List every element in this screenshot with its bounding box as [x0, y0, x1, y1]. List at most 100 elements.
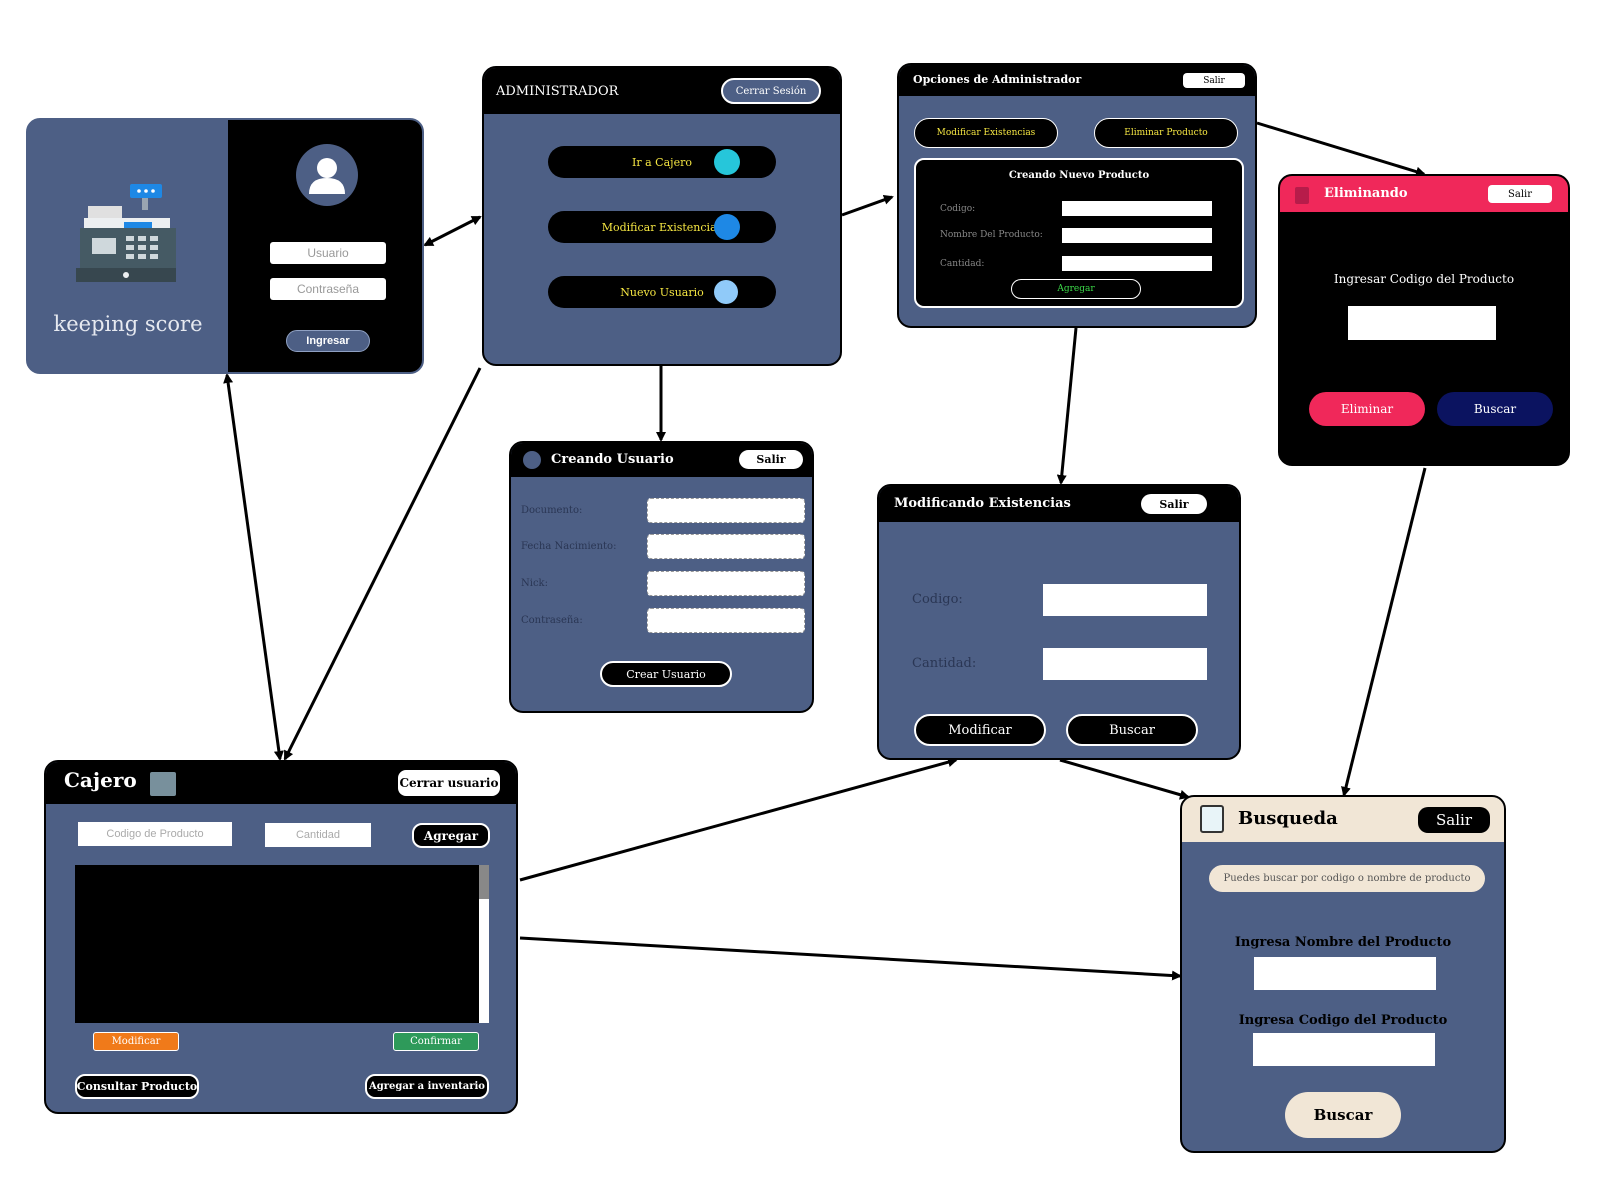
nick-input[interactable]	[647, 571, 805, 596]
database-icon	[714, 214, 740, 240]
stock-qty-input[interactable]	[1043, 648, 1207, 680]
cashier-confirm-button[interactable]: Confirmar	[393, 1032, 479, 1051]
go-cashier-button[interactable]: Ir a Cajero	[548, 146, 776, 178]
cashier-code-input[interactable]: Codigo de Producto	[78, 822, 232, 846]
birthdate-label: Fecha Nacimiento:	[521, 541, 617, 552]
modify-button[interactable]: Modificar	[914, 714, 1046, 746]
arrow-cashier-search	[519, 936, 1182, 981]
cash-register-small-icon	[150, 772, 176, 796]
delete-product-button[interactable]: Eliminar Producto	[1094, 118, 1238, 148]
product-name-input[interactable]	[1062, 228, 1212, 243]
birthdate-input[interactable]	[647, 534, 805, 559]
new-product-title: Creando Nuevo Producto	[1008, 170, 1150, 181]
user-badge-icon	[523, 451, 541, 469]
arrow-options-modify	[1056, 327, 1078, 485]
new-user-button[interactable]: Nuevo Usuario	[548, 276, 776, 308]
arrow-options-delete	[1256, 121, 1426, 177]
search-code-input[interactable]	[1253, 1033, 1435, 1066]
search-hint: Puedes buscar por codigo o nombre de pro…	[1209, 865, 1485, 892]
admin-header: ADMINISTRADOR Cerrar Sesión	[484, 68, 840, 114]
create-user-button[interactable]: Crear Usuario	[600, 661, 732, 687]
arrow-admin-cashier	[283, 367, 482, 761]
cashier-modify-button[interactable]: Modificar	[93, 1032, 179, 1051]
delete-search-button[interactable]: Buscar	[1437, 392, 1553, 426]
admin-options-header: Opciones de Administrador Salir	[899, 65, 1255, 96]
cashier-items-list	[75, 865, 489, 1023]
admin-options-title: Opciones de Administrador	[913, 73, 1082, 86]
trash-icon	[1295, 187, 1309, 204]
search-name-input[interactable]	[1254, 957, 1436, 990]
user-circle-icon	[714, 280, 738, 304]
search-panel: Busqueda Salir Puedes buscar por codigo …	[1180, 795, 1506, 1153]
nick-label: Nick:	[521, 578, 548, 589]
modify-stock-title: Modificando Existencias	[894, 496, 1071, 511]
delete-code-input[interactable]	[1348, 306, 1496, 340]
delete-prompt: Ingresar Codigo del Producto	[1333, 272, 1515, 286]
admin-options-exit-button[interactable]: Salir	[1183, 73, 1245, 88]
arrow-login-cashier	[223, 373, 284, 761]
stock-qty-label: Cantidad:	[912, 656, 977, 671]
list-scrollbar[interactable]	[479, 865, 489, 1023]
arrow-cashier-modify	[519, 757, 958, 882]
login-button[interactable]: Ingresar	[286, 330, 370, 352]
user-icon	[309, 158, 345, 194]
search-exit-button[interactable]: Salir	[1418, 807, 1490, 833]
admin-panel: ADMINISTRADOR Cerrar Sesión Ir a Cajero …	[482, 66, 842, 366]
product-code-label: Codigo:	[940, 204, 976, 214]
cashier-add-button[interactable]: Agregar	[412, 823, 490, 848]
stock-code-input[interactable]	[1043, 584, 1207, 616]
create-user-header: Creando Usuario Salir	[511, 443, 812, 477]
modify-stock-button[interactable]: Modificar Existencias	[914, 118, 1058, 148]
search-header: Busqueda Salir	[1182, 797, 1504, 842]
modify-stock-panel: Modificando Existencias Salir Codigo: Ca…	[877, 484, 1241, 760]
delete-header: Eliminando Salir	[1280, 176, 1568, 212]
logout-button[interactable]: Cerrar Sesión	[721, 78, 821, 104]
product-qty-label: Cantidad:	[940, 259, 985, 269]
cashier-header: Cajero Cerrar usuario	[46, 762, 516, 804]
search-button[interactable]: Buscar	[1285, 1092, 1401, 1138]
username-input[interactable]: Usuario	[270, 242, 386, 264]
delete-exit-button[interactable]: Salir	[1488, 185, 1552, 203]
go-cashier-label: Ir a Cajero	[632, 155, 692, 169]
delete-panel: Eliminando Salir Ingresar Codigo del Pro…	[1278, 174, 1570, 466]
stock-code-label: Codigo:	[912, 592, 963, 607]
product-code-input[interactable]	[1062, 201, 1212, 216]
stock-search-button[interactable]: Buscar	[1066, 714, 1198, 746]
create-user-title: Creando Usuario	[551, 452, 674, 467]
new-user-label: Nuevo Usuario	[620, 285, 704, 299]
product-name-label: Nombre Del Producto:	[940, 230, 1043, 240]
delete-title: Eliminando	[1324, 186, 1408, 201]
search-title: Busqueda	[1238, 808, 1338, 829]
search-name-label: Ingresa Nombre del Producto	[1234, 935, 1452, 950]
create-user-panel: Creando Usuario Salir Documento: Fecha N…	[509, 441, 814, 713]
document-input[interactable]	[647, 498, 805, 523]
product-qty-input[interactable]	[1062, 256, 1212, 271]
scrollbar-thumb[interactable]	[479, 865, 489, 899]
new-product-form: Creando Nuevo Producto Codigo: Nombre De…	[914, 158, 1244, 308]
modify-stock-nav-button[interactable]: Modificar Existencias	[548, 211, 776, 243]
add-product-button[interactable]: Agregar	[1011, 279, 1141, 299]
user-password-label: Contraseña:	[521, 615, 583, 626]
arrow-modify-search	[1059, 758, 1190, 800]
brand-name: keeping score	[53, 312, 203, 336]
user-password-input[interactable]	[647, 608, 805, 633]
cashier-panel: Cajero Cerrar usuario Codigo de Producto…	[44, 760, 518, 1114]
modify-stock-nav-label: Modificar Existencias	[601, 220, 723, 234]
search-code-label: Ingresa Codigo del Producto	[1238, 1013, 1448, 1028]
admin-title: ADMINISTRADOR	[496, 84, 619, 99]
create-user-exit-button[interactable]: Salir	[739, 450, 803, 469]
admin-options-panel: Opciones de Administrador Salir Modifica…	[897, 63, 1257, 328]
cashier-icon	[714, 149, 740, 175]
query-product-button[interactable]: Consultar Producto	[75, 1074, 199, 1099]
cashier-title: Cajero	[64, 768, 137, 792]
add-inventory-button[interactable]: Agregar a inventario	[365, 1074, 489, 1099]
cash-register-icon	[76, 184, 176, 282]
modify-stock-exit-button[interactable]: Salir	[1141, 494, 1207, 514]
arrow-login-admin	[423, 215, 482, 247]
cashier-qty-input[interactable]: Cantidad	[265, 823, 371, 847]
close-user-button[interactable]: Cerrar usuario	[398, 770, 500, 796]
delete-button[interactable]: Eliminar	[1309, 392, 1425, 426]
document-label: Documento:	[521, 505, 583, 516]
password-input[interactable]: Contraseña	[270, 278, 386, 300]
